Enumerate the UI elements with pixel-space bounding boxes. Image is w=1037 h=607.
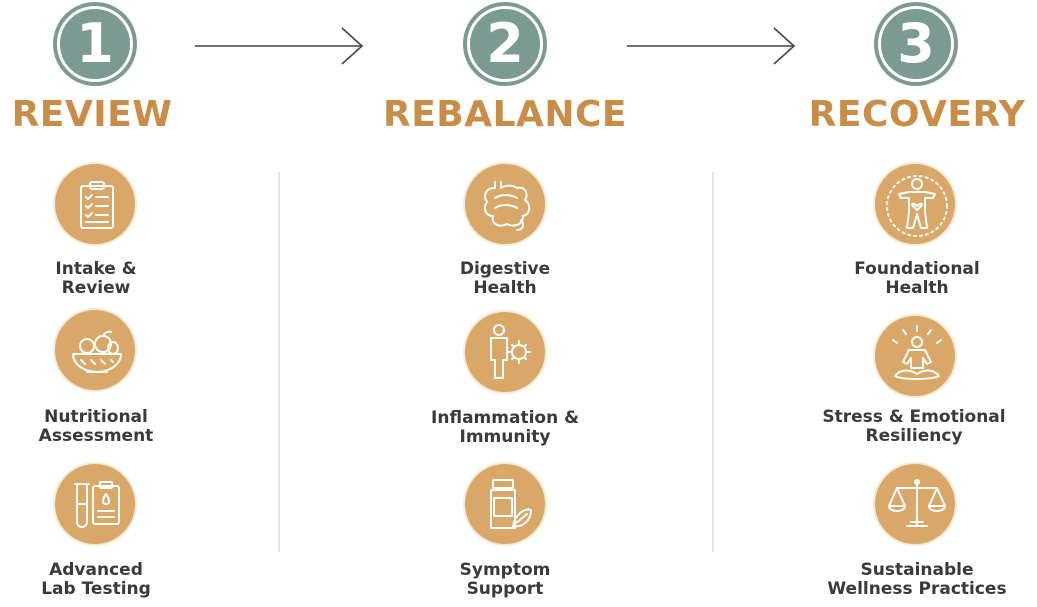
step-2-badge: 2 [463, 2, 547, 86]
phase-title-rebalance: REBALANCE [382, 94, 628, 135]
item-label: Symptom Support [459, 560, 551, 599]
item-label: Foundational Health [854, 259, 980, 298]
column-divider [712, 172, 714, 552]
step-1-number: 1 [76, 11, 114, 75]
step-2-number: 2 [486, 11, 524, 75]
meditation-icon [873, 314, 957, 398]
column-divider [278, 172, 280, 552]
step-3-badge: 3 [874, 2, 958, 86]
clipboard-checklist-icon [53, 162, 137, 246]
item-label: Nutritional Assessment [38, 407, 154, 446]
person-virus-icon [463, 310, 547, 394]
item-label: Intake & Review [55, 259, 137, 298]
lab-test-tube-icon [53, 462, 137, 546]
fruit-bowl-icon [53, 308, 137, 392]
item-label: Inflammation & Immunity [431, 408, 579, 447]
body-heart-icon [873, 162, 957, 246]
arrow-right-icon [627, 27, 796, 65]
supplement-bottle-icon [463, 462, 547, 546]
item-label: Sustainable Wellness Practices [827, 560, 1007, 599]
step-3-number: 3 [897, 11, 935, 75]
balance-scale-icon [873, 462, 957, 546]
item-label: Stress & Emotional Resiliency [822, 407, 1006, 446]
step-1-badge: 1 [53, 2, 137, 86]
item-label: Digestive Health [459, 259, 551, 298]
intestines-icon [463, 162, 547, 246]
phase-title-review: REVIEW [11, 94, 173, 135]
phase-title-recovery: RECOVERY [808, 94, 1026, 135]
arrow-right-icon [195, 27, 364, 65]
item-label: Advanced Lab Testing [41, 560, 151, 599]
